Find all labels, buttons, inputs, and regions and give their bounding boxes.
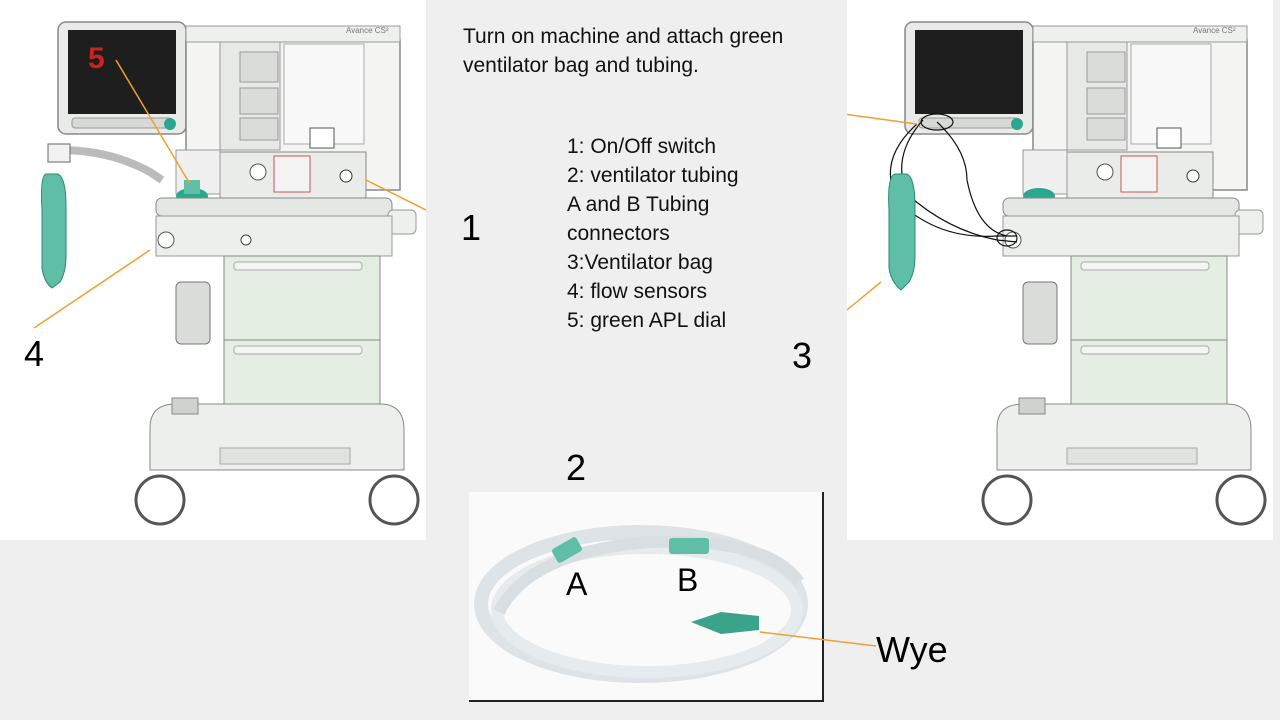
apl-dial-number-label: 5 (88, 42, 105, 75)
ventilator-tubing-illustration (474, 525, 808, 683)
legend-item: 4: flow sensors (567, 280, 708, 303)
wye-connector-label: Wye (876, 629, 948, 670)
right-brand-label: Avance CS² (1193, 26, 1236, 35)
legend-item: 2: ventilator tubing (567, 164, 739, 187)
connector-b-label: B (677, 562, 699, 598)
flow-sensors-number-label: 4 (24, 333, 45, 374)
left-brand-label: Avance CS² (346, 26, 389, 35)
connector-a-label: A (566, 566, 588, 602)
on-off-switch-number-label: 1 (461, 207, 482, 248)
legend-item: A and B Tubing connectors (567, 193, 710, 245)
legend-item: 5: green APL dial (567, 309, 727, 332)
tubing-photo: A B (469, 492, 824, 702)
legend-item: 3:Ventilator bag (567, 251, 713, 274)
tubing-number-label: 2 (566, 447, 587, 488)
instruction-text: Turn on machine and attach green ventila… (463, 25, 784, 77)
machine-right-panel: Avance CS² (847, 0, 1273, 540)
machine-left-panel: Avance CS² 5 4 (0, 0, 426, 540)
legend-list: 1: On/Off switch 2: ventilator tubing A … (567, 132, 739, 335)
anesthesia-machine-right-illustration (847, 21, 1267, 526)
anesthesia-machine-left-illustration (33, 21, 426, 526)
legend-item: 1: On/Off switch (567, 135, 716, 158)
ventilator-bag-number-label: 3 (792, 335, 813, 376)
